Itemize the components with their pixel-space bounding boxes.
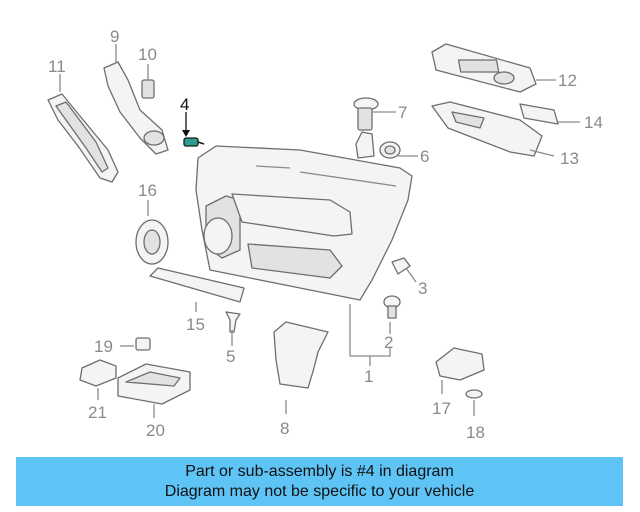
callout-20: 20 — [146, 421, 165, 440]
part-16-speaker[interactable] — [135, 219, 169, 265]
part-4-screw[interactable] — [183, 137, 205, 147]
part-6-grommet[interactable] — [379, 141, 401, 159]
callout-16: 16 — [138, 181, 157, 200]
part-9-trim-bracket[interactable] — [103, 61, 169, 155]
leader-lines — [59, 44, 580, 418]
part-10-clip[interactable] — [141, 79, 155, 99]
part-13-bezel[interactable] — [431, 101, 543, 157]
part-20-switch-assembly[interactable] — [117, 363, 191, 405]
part-17-light-assembly[interactable] — [435, 347, 485, 381]
callout-15: 15 — [186, 315, 205, 334]
parts-diagram: 11 9 10 4 7 6 12 14 13 16 3 2 1 15 5 19 … — [47, 27, 603, 442]
banner-line-1: Part or sub-assembly is #4 in diagram — [185, 462, 454, 480]
callout-5: 5 — [226, 347, 235, 366]
callout-14: 14 — [584, 113, 603, 132]
callout-9: 9 — [110, 27, 119, 46]
callout-3: 3 — [418, 279, 427, 298]
callout-2: 2 — [384, 333, 393, 352]
callout-17: 17 — [432, 399, 451, 418]
callout-18: 18 — [466, 423, 485, 442]
callout-8: 8 — [280, 419, 289, 438]
callout-labels: 11 9 10 4 7 6 12 14 13 16 3 2 1 15 5 19 … — [48, 27, 603, 442]
callout-1: 1 — [364, 367, 373, 386]
callout-10: 10 — [138, 45, 157, 64]
part-1-door-trim-panel[interactable] — [195, 145, 413, 301]
info-banner: Part or sub-assembly is #4 in diagram Di… — [16, 457, 623, 506]
callout-11: 11 — [48, 57, 66, 76]
part-8-lower-panel[interactable] — [273, 321, 329, 389]
part-14-switch[interactable] — [519, 103, 559, 125]
part-11-pull-handle[interactable] — [47, 93, 119, 183]
part-15-seal-strip[interactable] — [149, 267, 245, 303]
callout-6: 6 — [420, 147, 429, 166]
part-21-switch[interactable] — [79, 359, 117, 387]
part-5-fastener[interactable] — [225, 311, 241, 333]
part-2-clip[interactable] — [383, 295, 401, 319]
part-7-switch[interactable] — [353, 97, 379, 159]
callout-13: 13 — [560, 149, 579, 168]
part-12-switch-housing[interactable] — [431, 43, 537, 93]
part-18-bulb[interactable] — [465, 389, 483, 399]
callout-12: 12 — [558, 71, 577, 90]
part-19-switch[interactable] — [135, 337, 151, 351]
callout-4: 4 — [180, 95, 189, 114]
callout-19: 19 — [94, 337, 113, 356]
callout-7: 7 — [398, 103, 407, 122]
banner-line-2: Diagram may not be specific to your vehi… — [164, 482, 475, 500]
callout-21: 21 — [88, 403, 107, 422]
part-3-clip[interactable] — [391, 257, 411, 275]
